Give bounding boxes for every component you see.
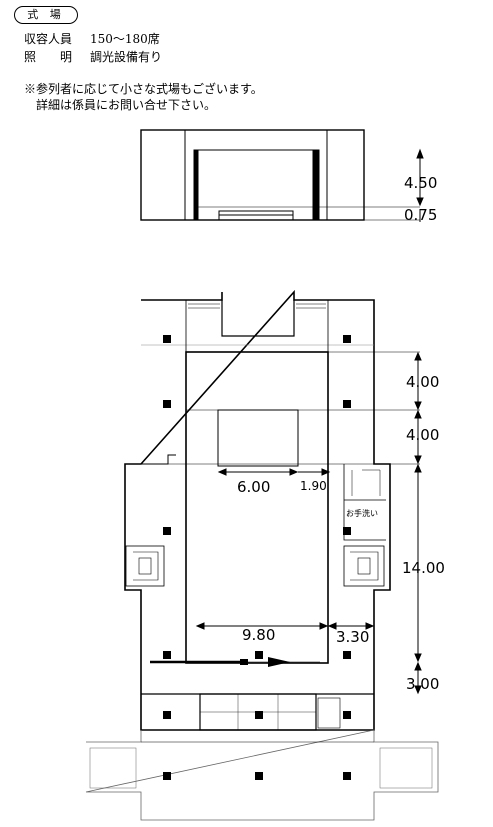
plan-dim-altar-side: 1.90 xyxy=(300,479,327,493)
capacity-value: 150〜180席 xyxy=(90,32,160,46)
capacity-label: 収容人員 xyxy=(24,32,73,46)
plan-dim-altar-width: 6.00 xyxy=(237,478,270,496)
stairs-annex-right xyxy=(379,747,433,789)
elevation-pillar-right xyxy=(312,149,320,221)
plan-dim-right: 14.00 xyxy=(402,559,445,577)
lighting-value: 調光設備有り xyxy=(90,50,163,64)
elevation-dim-lower: 0.75 xyxy=(404,206,437,224)
elevation-dimension xyxy=(416,148,424,222)
stage-elevation xyxy=(140,129,420,221)
plan-dim-bottom: 3.00 xyxy=(406,675,439,693)
note-line-1: ※参列者に応じて小さな式場もございます。 xyxy=(24,82,263,96)
plan-dimension-lines xyxy=(195,351,422,695)
elevation-outline xyxy=(140,129,365,221)
capacity-row: 収容人員 150〜180席 xyxy=(24,30,160,47)
floor-plan xyxy=(85,289,439,821)
pillars xyxy=(163,335,351,780)
note-line-2: 詳細は係員にお問い合せ下さい。 xyxy=(36,98,217,112)
stairs-annex-left xyxy=(89,747,137,789)
restroom-label: お手洗い xyxy=(346,508,378,518)
plan-dim-top: 4.00 xyxy=(406,373,439,391)
plan-dim-second: 4.00 xyxy=(406,426,439,444)
elevation-dim-upper: 4.50 xyxy=(404,174,437,192)
lighting-row: 照 明 調光設備有り xyxy=(24,48,162,65)
entrance-arrow-head xyxy=(268,657,290,667)
restroom-walls xyxy=(343,464,386,541)
plan-dim-hall-width: 9.80 xyxy=(242,626,275,644)
hall-inner-wall xyxy=(185,351,329,664)
stairs-left xyxy=(125,545,165,587)
plan-dim-side-aisle: 3.30 xyxy=(336,628,369,646)
elevation-stage-opening xyxy=(197,149,315,221)
stairs-right xyxy=(343,545,385,587)
venue-badge: 式 場 xyxy=(14,6,78,24)
altar-area xyxy=(217,409,299,467)
elevation-pillar-left xyxy=(193,149,199,221)
elevation-inner-frame xyxy=(184,129,328,221)
lighting-label: 照 明 xyxy=(24,50,73,64)
stairs-top xyxy=(188,303,326,309)
